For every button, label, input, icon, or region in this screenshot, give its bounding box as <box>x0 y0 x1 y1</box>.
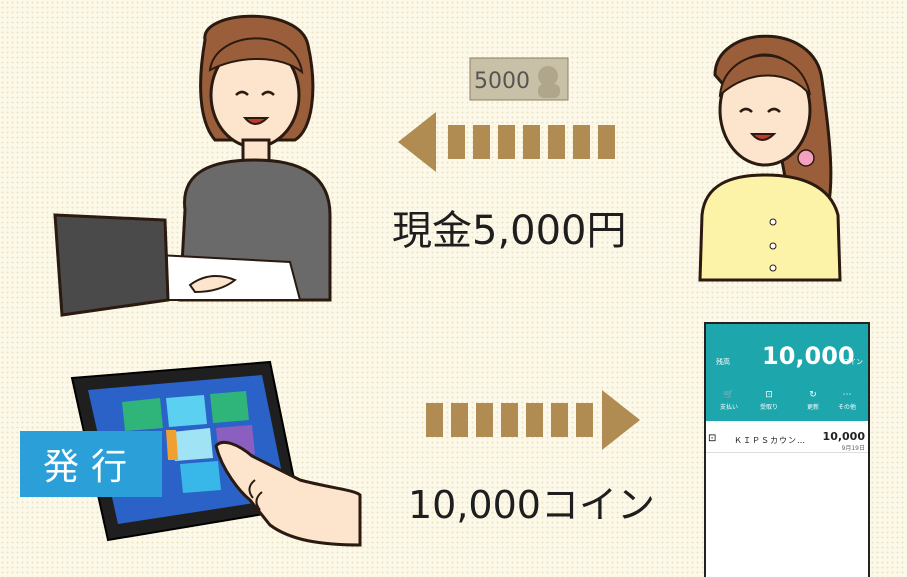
history-date: 9月19日 <box>841 445 865 452</box>
balance-header: 残高 10,000 コイン 🛒 支払い ⊡ 受取り ↻ 更新 ⋯ その他 <box>706 324 868 421</box>
history-row[interactable]: ⊡ ＫＩＰＳカウン… 10,000 9月19日 <box>706 428 868 453</box>
receive-icon: ⊡ <box>765 390 773 400</box>
more-label: その他 <box>837 404 856 411</box>
more-icon: ⋯ <box>842 390 852 400</box>
banknote-icon <box>469 57 569 101</box>
banknote-value: 5000 <box>474 69 530 94</box>
refresh-label: 更新 <box>806 404 819 411</box>
history-name: ＫＩＰＳカウン… <box>734 436 806 445</box>
balance-amount: 10,000 <box>762 342 855 370</box>
cash-caption: 現金5,000円 <box>392 208 627 254</box>
more-button[interactable]: ⋯ その他 <box>832 390 862 411</box>
refresh-button[interactable]: ↻ 更新 <box>798 390 828 411</box>
receive-label: 受取り <box>759 404 778 411</box>
customer-illustration <box>698 34 842 282</box>
issue-badge: 発行 <box>20 431 162 497</box>
balance-unit: コイン <box>842 358 863 366</box>
hand-illustration <box>214 440 362 547</box>
pay-button[interactable]: 🛒 支払い <box>714 390 744 411</box>
receive-icon: ⊡ <box>708 433 717 444</box>
history-amount: 10,000 <box>822 430 865 443</box>
refresh-icon: ↻ <box>809 390 817 400</box>
balance-label: 残高 <box>716 358 730 366</box>
receive-button[interactable]: ⊡ 受取り <box>754 390 784 411</box>
arrow-right-icon <box>426 390 640 450</box>
pay-label: 支払い <box>719 404 738 411</box>
arrow-left-icon <box>398 112 615 172</box>
coin-caption: 10,000コイン <box>408 483 655 527</box>
cart-icon: 🛒 <box>723 390 735 400</box>
wallet-app-screen: 残高 10,000 コイン 🛒 支払い ⊡ 受取り ↻ 更新 ⋯ その他 ⊡ Ｋ… <box>704 322 870 577</box>
clerk-illustration <box>53 14 332 317</box>
